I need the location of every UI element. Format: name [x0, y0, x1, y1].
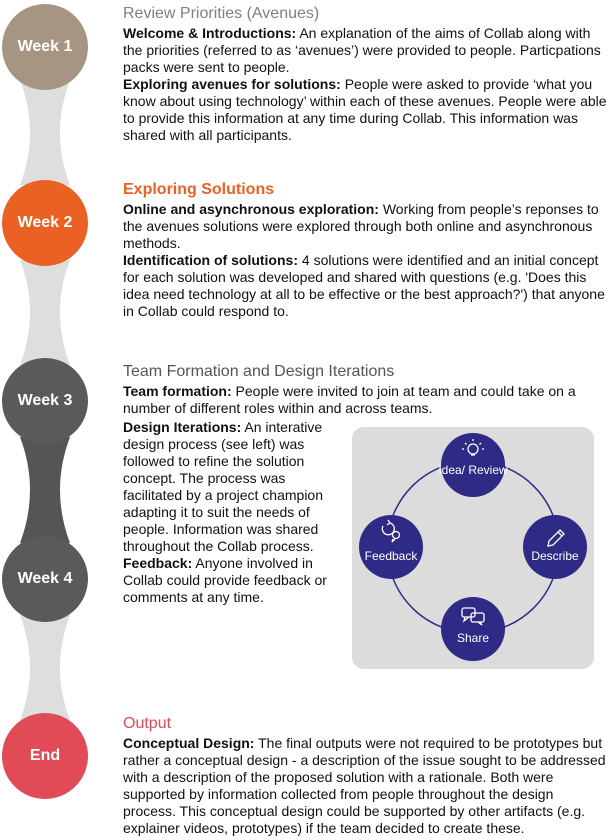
week-3-label: Week 3	[17, 392, 73, 409]
week-3-circle	[2, 358, 88, 444]
section-3-left-column: Design Iterations: An interative design …	[123, 419, 335, 606]
section-4-paragraph-1: Conceptual Design: The final outputs wer…	[123, 735, 607, 837]
section-1-p2-text: People were asked to provide ‘what you k…	[123, 76, 607, 143]
section-4-p1-text: The final outputs were not required to b…	[123, 735, 606, 836]
end-label: End	[29, 747, 61, 764]
cycle-label-share: Share	[456, 631, 490, 645]
section-2-p1-text: Working from people’s reponses to the av…	[123, 201, 599, 251]
connector-3-4	[20, 437, 70, 543]
section-1-paragraph-1: Welcome & Introductions: An explanation …	[123, 25, 607, 76]
cycle-node-idea-review	[441, 433, 505, 497]
cycle-label-idea-review: Idea/ Review	[438, 463, 508, 477]
section-3-paragraph-3: Feedback: Anyone involved in Collab coul…	[123, 555, 335, 606]
timeline-track	[2, 4, 88, 799]
section-exploring-solutions: Exploring Solutions Online and asynchron…	[123, 180, 607, 320]
section-1-p1-heading: Welcome & Introductions:	[123, 25, 297, 41]
section-2-paragraph-1: Online and asynchronous exploration: Wor…	[123, 201, 607, 252]
cycle-label-describe: Describe	[531, 549, 579, 563]
section-1-p1-text: An explanation of the aims of Collab alo…	[123, 25, 601, 75]
section-review-priorities: Review Priorities (Avenues) Welcome & In…	[123, 4, 607, 144]
section-team-formation: Team Formation and Design Iterations Tea…	[123, 362, 607, 417]
cycle-node-feedback	[359, 515, 423, 579]
chat-bubbles-icon	[461, 607, 485, 626]
week-4-label: Week 4	[17, 570, 73, 587]
section-4-title: Output	[123, 715, 172, 732]
design-cycle-diagram	[359, 433, 587, 661]
section-2-title: Exploring Solutions	[123, 181, 275, 198]
section-2-p1-heading: Online and asynchronous exploration:	[123, 201, 379, 217]
section-3-title: Team Formation and Design Iterations	[123, 363, 395, 380]
section-3-paragraph-2: Design Iterations: An interative design …	[123, 419, 335, 555]
week-2-circle	[2, 180, 88, 266]
section-1-p2-heading: Exploring avenues for solutions:	[123, 76, 341, 92]
section-4-p1-heading: Conceptual Design:	[123, 735, 255, 751]
section-3-p2-heading: Design Iterations:	[123, 419, 242, 435]
week-1-circle	[2, 4, 88, 90]
section-1-paragraph-2: Exploring avenues for solutions: People …	[123, 76, 607, 144]
section-3-p1-heading: Team formation:	[123, 383, 232, 399]
connector-4-end	[20, 615, 70, 720]
pencil-icon	[547, 529, 565, 547]
section-3-p3-text: Anyone involved in Collab could provide …	[123, 555, 327, 605]
section-3-paragraph-1: Team formation: People were invited to j…	[123, 383, 607, 417]
lightbulb-icon	[462, 439, 484, 456]
section-2-p2-text: 4 solutions were identified and an initi…	[123, 252, 605, 319]
section-output: Output Conceptual Design: The final outp…	[123, 714, 607, 837]
section-2-paragraph-2: Identification of solutions: 4 solutions…	[123, 252, 607, 320]
refresh-feedback-icon	[381, 519, 401, 543]
week-1-label: Week 1	[17, 38, 73, 55]
week-2-label: Week 2	[17, 214, 73, 231]
cycle-node-share	[441, 597, 505, 661]
section-3-p1-text: People were invited to join at team and …	[123, 383, 576, 416]
section-2-p2-heading: Identification of solutions:	[123, 252, 298, 268]
connector-1-2	[20, 80, 70, 185]
end-circle	[2, 713, 88, 799]
cycle-node-describe	[523, 515, 587, 579]
connector-2-3	[20, 260, 70, 365]
section-1-title: Review Priorities (Avenues)	[123, 5, 320, 22]
section-3-p3-heading: Feedback:	[123, 555, 193, 571]
design-cycle-panel: Idea/ Review Describe Share Feedback	[352, 427, 594, 669]
section-3-p2-text: An interative design process (see left) …	[123, 419, 323, 554]
week-4-circle	[2, 536, 88, 622]
cycle-label-feedback: Feedback	[364, 549, 418, 563]
